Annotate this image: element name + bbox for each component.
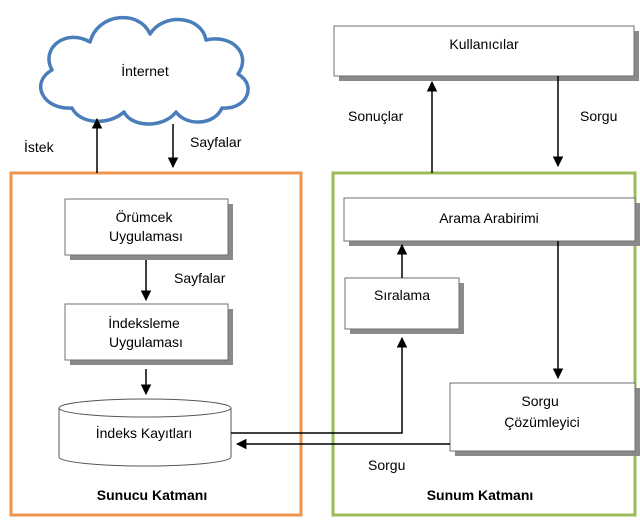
results-label: Sonuçlar <box>348 108 404 124</box>
indexing-app-line-1: İndeksleme <box>108 314 180 331</box>
search-interface-label: Arama Arabirimi <box>439 210 539 226</box>
query-resolver-box <box>449 382 640 456</box>
users-label: Kullanıcılar <box>449 36 519 52</box>
query-resolver-label: Sorgu Çözümleyici <box>504 393 579 430</box>
server-layer-frame <box>9 171 303 517</box>
internet-cloud <box>39 16 250 126</box>
indexing-app-line-2: Uygulaması <box>109 334 183 350</box>
query-resolver-line-1: Sorgu <box>521 393 558 409</box>
server-layer-title: Sunucu Katmanı <box>97 487 207 503</box>
query-resolver-line-2: Çözümleyici <box>504 414 579 430</box>
users-box <box>333 25 639 81</box>
ranking-label: Sıralama <box>374 287 430 303</box>
spider-app-line-1: Örümcek <box>116 208 174 225</box>
pages-from-internet-label: Sayfalar <box>190 134 242 150</box>
query-to-index-label: Sorgu <box>368 457 405 473</box>
pages-to-indexing-label: Sayfalar <box>174 270 226 286</box>
spider-app-label: Örümcek Uygulaması <box>109 208 183 244</box>
index-records-cylinder <box>58 398 232 467</box>
indexing-app-label: İndeksleme Uygulaması <box>108 314 183 350</box>
presentation-layer-frame <box>331 171 637 517</box>
presentation-layer-title: Sunum Katmanı <box>427 487 534 503</box>
indexing-app-box <box>64 303 233 365</box>
index-records-label: İndeks Kayıtları <box>96 424 193 441</box>
internet-label: İnternet <box>121 62 169 79</box>
query-from-users-label: Sorgu <box>580 108 617 124</box>
request-label: İstek <box>24 138 55 155</box>
spider-app-box <box>64 198 233 260</box>
spider-app-line-2: Uygulaması <box>109 228 183 244</box>
ranking-box <box>344 277 464 334</box>
records-to-ranking-connector <box>231 336 408 434</box>
search-interface-box <box>343 197 640 246</box>
